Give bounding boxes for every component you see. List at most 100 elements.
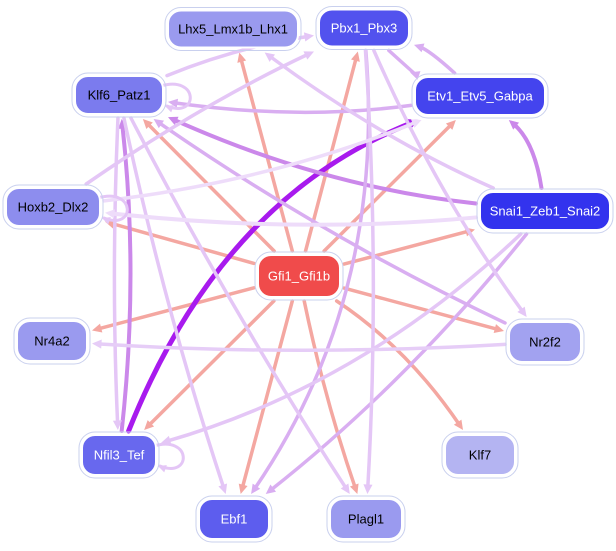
edge-gfi1-nr4a2 [95, 286, 256, 331]
edge-snai1-klf6 [171, 117, 478, 206]
edge-gfi1-klf7 [334, 299, 462, 428]
edge-hoxb2-etv1-arrowhead [411, 119, 422, 128]
edge-nr2f2-klf6-arrowhead [153, 119, 165, 129]
edge-pbx1-etv1 [387, 48, 418, 76]
edge-gfi1-etv1-arrowhead [445, 120, 456, 130]
edge-gfi1-nfil3 [146, 299, 276, 428]
edge-gfi1-etv1 [322, 122, 454, 253]
node-klf7-body[interactable] [444, 434, 516, 476]
node-nr4a2-body[interactable] [16, 320, 88, 362]
node-klf6-outline [71, 72, 167, 118]
edge-pbx1-plagl1-arrowhead [363, 484, 373, 494]
edge-pbx1-plagl1 [363, 48, 376, 491]
node-plagl1[interactable]: Plagl1 [326, 495, 406, 543]
edge-snai1-nfil3 [164, 232, 523, 444]
edge-gfi1-lhx5-arrowhead [237, 52, 247, 63]
edge-pbx1-nr2f2-arrowhead [517, 306, 527, 317]
node-gfi1[interactable]: Gfi1_Gfi1b [254, 251, 344, 301]
edge-nr2f2-nr4a2-arrowhead [92, 339, 102, 349]
edge-snai1-hoxb2 [108, 211, 478, 227]
node-lhx5[interactable]: Lhx5_Lmx1b_Lhx1 [164, 7, 302, 51]
edge-gfi1-nfil3-arrowhead [144, 420, 155, 430]
node-nr4a2-outline [13, 317, 91, 365]
node-gfi1-body[interactable] [257, 254, 341, 298]
edge-snai1-nfil3-arrowhead [161, 435, 172, 445]
edge-pbx1-ebf1-arrowhead [251, 483, 261, 494]
node-snai1-body[interactable] [479, 191, 611, 231]
node-lhx5-body[interactable] [167, 9, 299, 49]
node-hoxb2-outline [2, 184, 104, 230]
edge-klf6-ebf1-arrowhead [218, 483, 228, 494]
edge-gfi1-klf7-arrowhead [453, 419, 464, 430]
edge-snai1-lhx5 [267, 54, 495, 190]
edge-klf6-ebf1 [122, 116, 226, 491]
edge-klf6-nfil3 [112, 116, 120, 427]
node-snai1[interactable]: Snai1_Zeb1_Snai2 [476, 188, 614, 234]
node-klf7[interactable]: Klf7 [441, 431, 519, 479]
edge-pbx1-nr2f2 [372, 48, 526, 315]
node-nr4a2[interactable]: Nr4a2 [13, 317, 91, 365]
edge-klf6-klf6-self-loop [159, 82, 192, 110]
node-pbx1-body[interactable] [318, 8, 410, 48]
edge-snai1-hoxb2-arrowhead [105, 209, 115, 219]
node-nr2f2[interactable]: Nr2f2 [505, 318, 585, 366]
edge-gfi1-nr4a2-arrowhead [92, 323, 103, 333]
edge-gfi1-ebf1-arrowhead [238, 483, 248, 494]
edge-etv1-klf6-arrowhead [168, 98, 179, 108]
node-snai1-outline [476, 188, 614, 234]
node-klf6[interactable]: Klf6_Patz1 [71, 72, 167, 118]
node-pbx1[interactable]: Pbx1_Pbx3 [315, 6, 413, 50]
edge-hoxb2-hoxb2-self-loop [96, 194, 129, 222]
node-nr2f2-body[interactable] [508, 321, 582, 363]
node-klf6-body[interactable] [74, 75, 164, 115]
node-klf7-outline [441, 431, 519, 479]
node-ebf1-outline [195, 495, 273, 543]
node-nfil3[interactable]: Nfil3_Tef [78, 431, 160, 479]
node-ebf1[interactable]: Ebf1 [195, 495, 273, 543]
node-hoxb2[interactable]: Hoxb2_Dlx2 [2, 184, 104, 230]
edge-snai1-etv1-arrowhead [508, 120, 520, 130]
edge-gfi1-klf6-arrowhead [142, 119, 153, 129]
edge-hoxb2-hoxb2-arrowhead [102, 217, 111, 225]
node-pbx1-outline [315, 6, 413, 50]
edge-gfi1-plagl1-arrowhead [349, 483, 359, 494]
edge-nr2f2-nr4a2 [95, 342, 507, 353]
node-etv1[interactable]: Etv1_Etv5_Gabpa [411, 73, 549, 119]
edge-gfi1-pbx1-arrowhead [351, 51, 360, 62]
edge-nfil3-klf6 [119, 122, 133, 433]
edge-gfi1-ebf1 [240, 299, 295, 491]
edge-snai1-lhx5-arrowhead [264, 52, 276, 62]
node-hoxb2-body[interactable] [5, 187, 101, 227]
node-plagl1-outline [326, 495, 406, 543]
node-nr2f2-outline [505, 318, 585, 366]
edge-gfi1-hoxb2 [108, 221, 256, 266]
edge-klf6-klf6-arrowhead [165, 105, 174, 113]
edge-pbx1-etv1-arrowhead [410, 71, 421, 80]
edge-hoxb2-etv1 [102, 120, 419, 203]
edge-klf6-plagl1 [129, 116, 349, 491]
node-gfi1-outline [254, 251, 344, 301]
edge-nr2f2-klf6 [156, 120, 507, 325]
edge-nfil3-nfil3-self-loop [152, 442, 185, 470]
edge-snai1-etv1 [511, 121, 544, 190]
edge-gfi1-plagl1 [302, 299, 358, 491]
edge-hoxb2-pbx1-arrowhead [303, 51, 314, 60]
edge-klf6-pbx1-arrowhead [303, 32, 314, 42]
node-nfil3-body[interactable] [81, 434, 157, 476]
node-etv1-outline [411, 73, 549, 119]
node-etv1-body[interactable] [414, 76, 546, 116]
node-plagl1-body[interactable] [329, 498, 403, 540]
edge-gfi1-klf6 [145, 121, 276, 253]
edge-gfi1-nr2f2 [342, 286, 501, 332]
edge-nfil3-etv1 [126, 120, 415, 434]
edge-klf6-plagl1-arrowhead [340, 483, 350, 494]
edge-gfi1-snai1 [342, 229, 472, 266]
edge-nfil3-nfil3-arrowhead [158, 465, 167, 473]
edge-etv1-pbx1-arrowhead [414, 43, 425, 53]
edge-etv1-pbx1 [417, 44, 457, 75]
edge-gfi1-lhx5 [239, 56, 295, 253]
node-ebf1-body[interactable] [198, 498, 270, 540]
node-lhx5-outline [164, 7, 302, 51]
